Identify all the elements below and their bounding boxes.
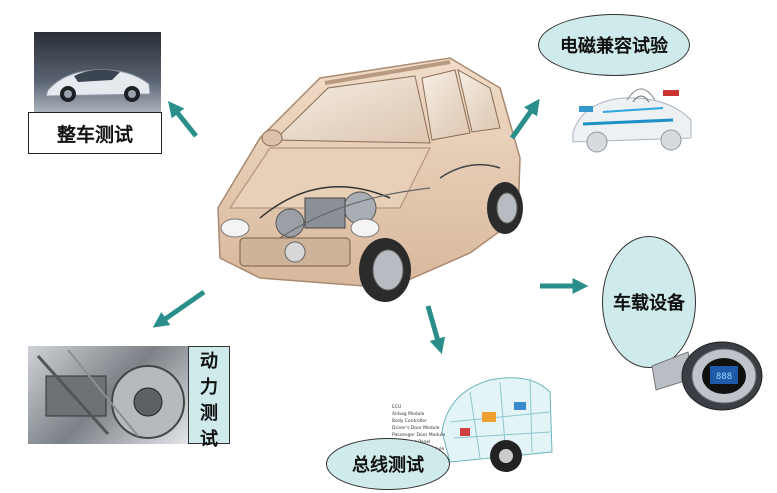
bus-item: Driver's Door Module <box>392 426 440 431</box>
arrow-to-emc-test <box>509 98 540 140</box>
in-car-device-icon: 888 <box>651 341 763 411</box>
sports-car-photo <box>34 32 161 112</box>
svg-text:888: 888 <box>716 372 732 382</box>
bus-test-label: 总线测试 <box>326 438 450 490</box>
arrow-to-vehicle-test <box>168 101 198 138</box>
power-test-label: 动 力 测 试 <box>188 346 230 450</box>
engine-closeup-icon <box>28 346 188 444</box>
arrow-to-bus-test <box>425 305 446 355</box>
power-test-char: 测 <box>200 403 218 424</box>
vehicle-test-label: 整车测试 <box>28 112 162 154</box>
arrow-to-power-test <box>152 289 206 328</box>
bus-item: Airbag Module <box>392 412 425 417</box>
emc-test-label: 电磁兼容试验 <box>538 14 690 76</box>
suv-cutaway-icon <box>217 57 523 302</box>
power-test-char: 力 <box>200 377 218 398</box>
power-test-char: 试 <box>200 429 218 450</box>
power-test-char: 动 <box>200 351 218 372</box>
bus-item: ECU <box>392 405 402 410</box>
onboard-device-label: 车载设备 <box>602 236 696 368</box>
bus-item: Passenger Door Module <box>392 433 446 438</box>
bus-item: Body Controller <box>392 419 427 424</box>
car-emc-field-icon <box>572 88 692 153</box>
